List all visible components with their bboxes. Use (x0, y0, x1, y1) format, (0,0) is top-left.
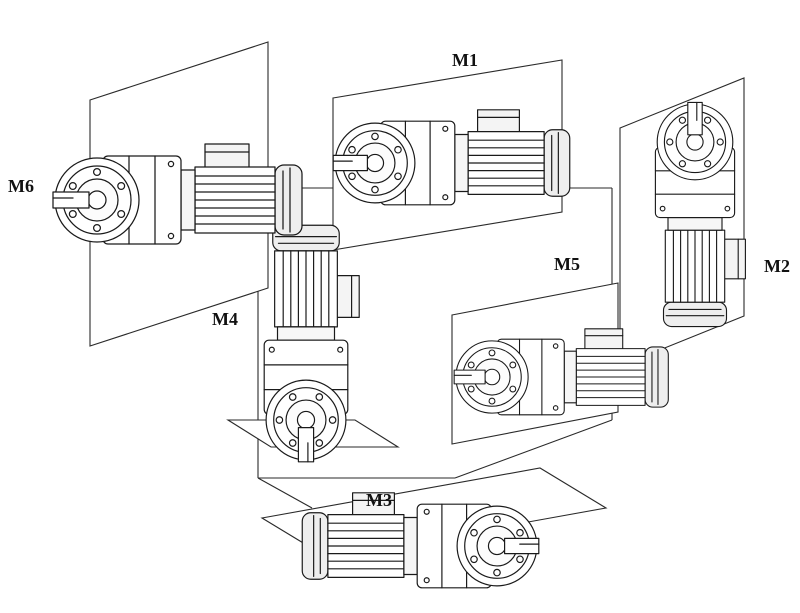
label-m5: M5 (554, 254, 580, 274)
gearmotor-m4 (263, 224, 360, 463)
label-m4: M4 (212, 309, 238, 329)
label-m2: M2 (764, 256, 790, 276)
label-m6: M6 (8, 176, 34, 196)
label-m1: M1 (452, 50, 478, 70)
label-m3: M3 (366, 490, 392, 510)
